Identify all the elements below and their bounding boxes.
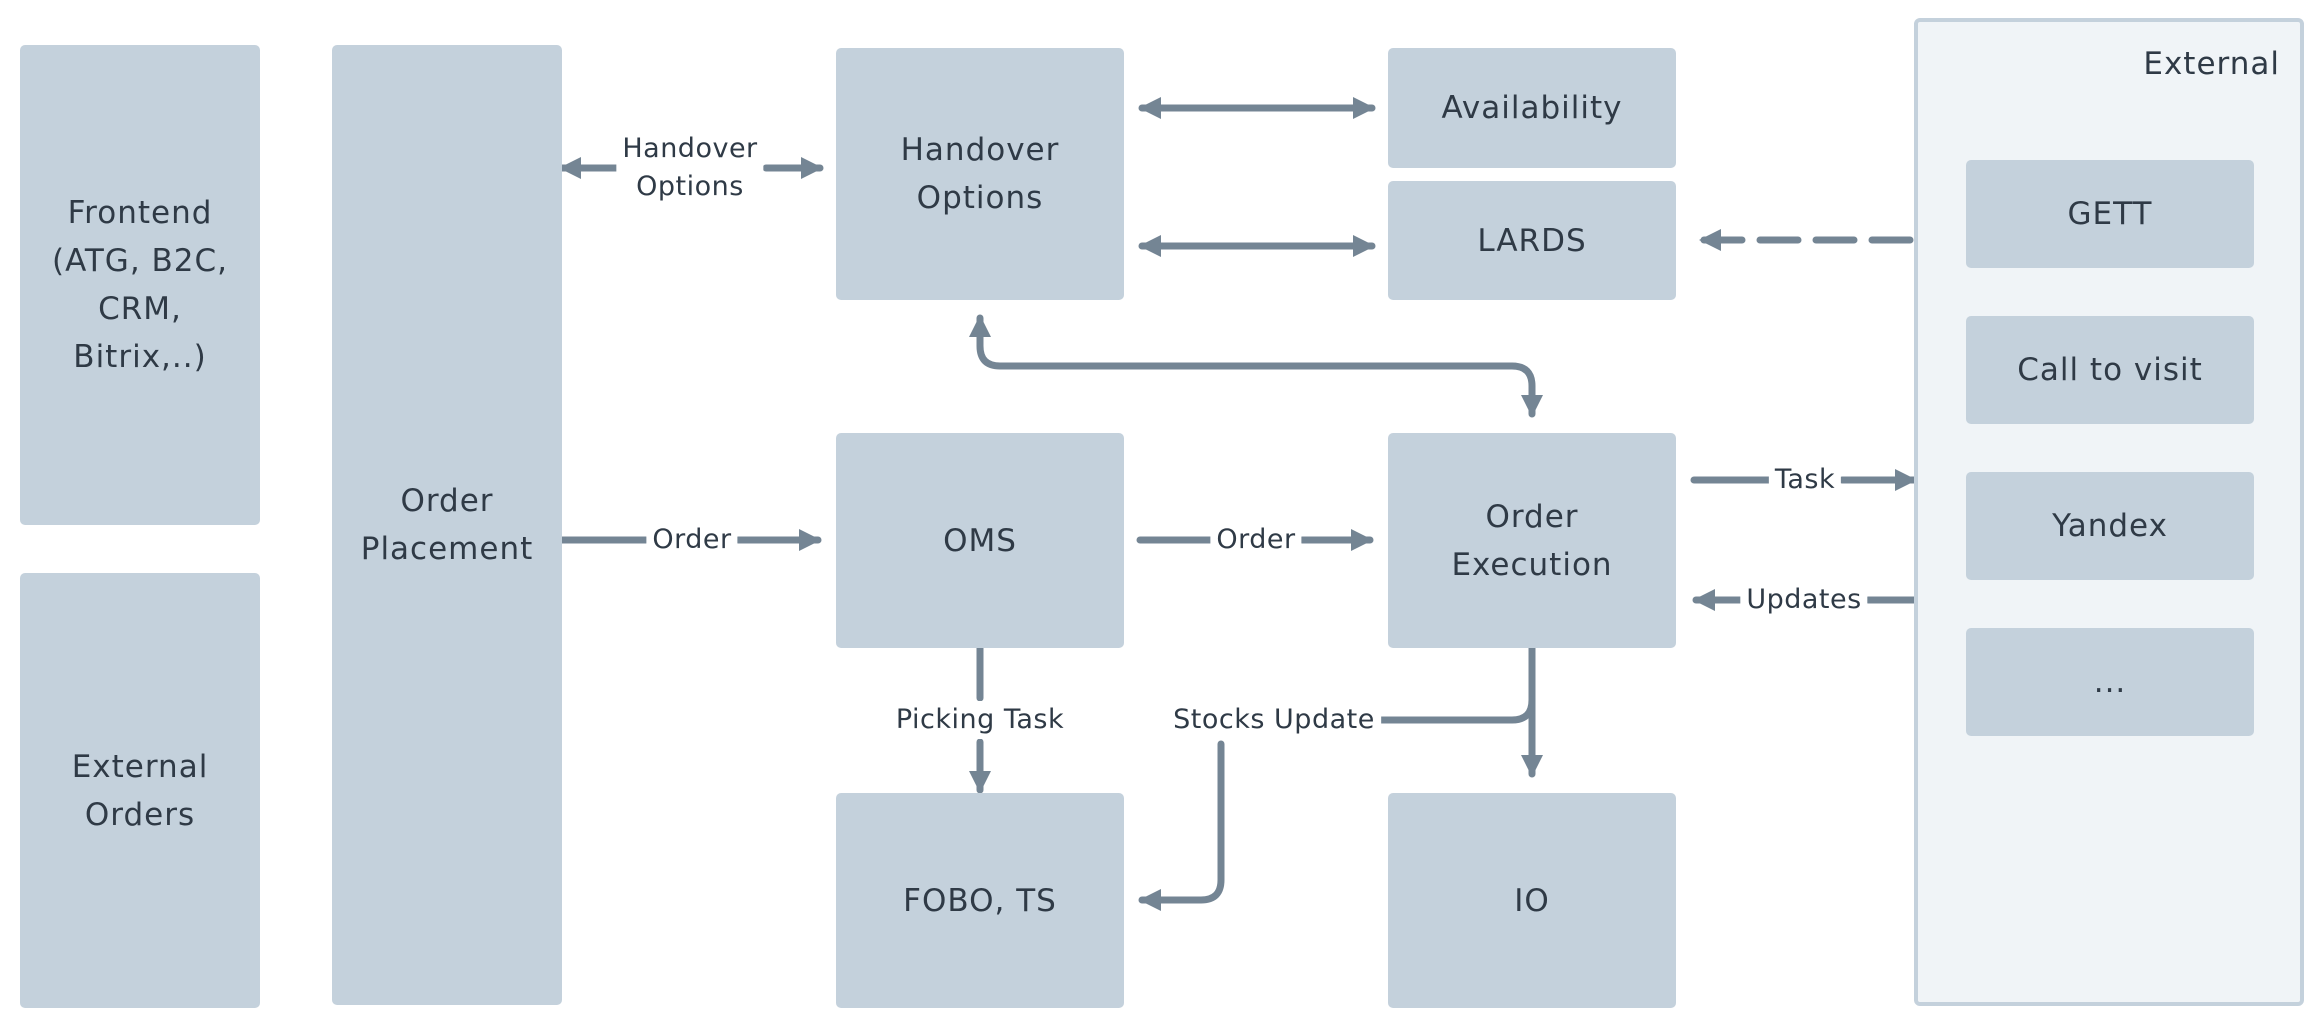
- external-item-call-to-visit: Call to visit: [1966, 316, 2254, 424]
- oms-label: OMS: [943, 522, 1017, 559]
- frontend-label: Frontend (ATG, B2C, CRM, Bitrix,..): [51, 195, 229, 375]
- edge-label-task: Task: [1768, 461, 1842, 499]
- external-item-label: GETT: [2067, 196, 2153, 232]
- lards-label: LARDS: [1477, 222, 1587, 259]
- edge-handover-execution: [969, 314, 1543, 418]
- external-group-title: External: [2143, 46, 2280, 82]
- external-item-yandex: Yandex: [1966, 472, 2254, 580]
- handover-options-label: Handover Options: [900, 132, 1060, 216]
- order-placement-label: Order Placement: [360, 483, 534, 567]
- edge-label-picking-task: Picking Task: [889, 701, 1071, 739]
- availability-node: Availability: [1388, 48, 1676, 168]
- edge-label-order-placement-oms: Order: [646, 521, 738, 559]
- order-execution-node: Order Execution: [1388, 433, 1676, 648]
- lards-node: LARDS: [1388, 181, 1676, 300]
- availability-label: Availability: [1441, 90, 1623, 126]
- external-item-label: Call to visit: [2017, 352, 2203, 388]
- external-item-label: ...: [2093, 664, 2127, 700]
- external-item-label: Yandex: [2052, 508, 2168, 544]
- io-node: IO: [1388, 793, 1676, 1008]
- fobo-ts-node: FOBO, TS: [836, 793, 1124, 1008]
- external-item-more: ...: [1966, 628, 2254, 736]
- edge-stocks-b: [1138, 740, 1225, 911]
- external-orders-node: External Orders: [20, 573, 260, 1008]
- edge-label-updates: Updates: [1740, 581, 1868, 619]
- edge-stocks-a: [1370, 696, 1536, 724]
- edge-label-handover-options: Handover Options: [616, 130, 764, 206]
- order-execution-label: Order Execution: [1451, 498, 1613, 583]
- external-orders-label: External Orders: [71, 748, 209, 833]
- handover-options-node: Handover Options: [836, 48, 1124, 300]
- io-label: IO: [1514, 882, 1550, 919]
- edge-label-stocks-update: Stocks Update: [1167, 701, 1381, 739]
- edge-label-oms-execution: Order: [1210, 521, 1302, 559]
- external-item-gett: GETT: [1966, 160, 2254, 268]
- fobo-ts-label: FOBO, TS: [903, 882, 1057, 919]
- order-placement-node: Order Placement: [332, 45, 562, 1005]
- external-group: External GETT Call to visit Yandex ...: [1914, 18, 2304, 1006]
- frontend-node: Frontend (ATG, B2C, CRM, Bitrix,..): [20, 45, 260, 525]
- oms-node: OMS: [836, 433, 1124, 648]
